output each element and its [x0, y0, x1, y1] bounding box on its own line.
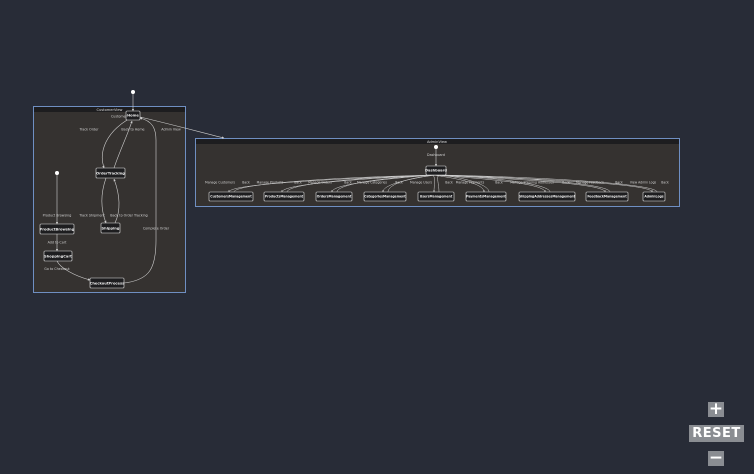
label-categories-management-action: Manage Categories [357, 181, 387, 185]
edge-users-management [432, 174, 436, 193]
edge-back-to-order-tracking [113, 178, 120, 224]
state-order-tracking-label: OrderTracking [96, 171, 125, 175]
customer-view-cluster: CustomerView [33, 106, 186, 293]
label-feedback-management-action: Manage Feedback [576, 181, 604, 185]
edge-back-orders-management [336, 174, 440, 193]
edge-admin-logs [432, 174, 653, 193]
label-customers-management-action: Manage Customers [205, 181, 235, 185]
state-users-management-label: UsersManagement [420, 195, 453, 199]
state-product-browsing[interactable]: ProductBrowsing [40, 223, 75, 235]
edge-products-management [281, 174, 434, 193]
state-checkout-process-label: CheckoutProcess [90, 281, 125, 285]
state-admin-logs-label: AdminLogs [644, 195, 663, 199]
label-users-management-back: Back [445, 181, 453, 185]
label-product-browsing: Product Browsing [43, 214, 72, 218]
state-home[interactable]: Home [125, 110, 141, 121]
state-dashboard[interactable]: Dashboard [425, 165, 447, 176]
label-back-to-order-tracking: Back to Order Tracking [110, 214, 148, 218]
label-customers-management-back: Back [242, 181, 250, 185]
state-checkout-process[interactable]: CheckoutProcess [89, 277, 125, 289]
edge-shipping-addresses-management [432, 174, 546, 193]
label-users-management-action: Manage Users [410, 181, 432, 185]
zoom-in-button[interactable]: + [708, 399, 724, 419]
state-shopping-cart[interactable]: ShoppingCart [43, 250, 73, 262]
label-feedback-management-back: Back [615, 181, 623, 185]
label-go-to-checkout: Go to Checkout [44, 267, 70, 271]
label-add-to-cart: Add to Cart [48, 241, 67, 245]
state-order-tracking[interactable]: OrderTracking [95, 167, 126, 179]
label-back-to-home: Back to Home [121, 128, 144, 132]
state-shipping-label: Shipping [102, 226, 120, 230]
label-orders-management-back: Back [344, 181, 352, 185]
edge-track-shipment [101, 177, 107, 224]
customer-view-title: CustomerView [97, 108, 123, 112]
edge-back-to-home [113, 120, 133, 169]
state-payments-management[interactable]: PaymentsManagement [465, 191, 506, 202]
label-admin-view: Admin View [161, 128, 181, 132]
edge-feedback-management [432, 174, 606, 193]
state-orders-management[interactable]: OrdersManagement [315, 191, 353, 202]
edge-back-admin-logs [438, 174, 658, 193]
label-categories-management-back: Back [395, 181, 403, 185]
reset-button[interactable]: RESET [689, 425, 744, 442]
state-admin-logs[interactable]: AdminLogs [642, 191, 666, 202]
state-product-browsing-label: ProductBrowsing [40, 227, 75, 231]
label-complete-order: Complete Order [143, 227, 170, 231]
state-shipping-addresses-management-label: ShippingAddressesManagement [519, 195, 576, 199]
label-admin-logs-action: View Admin Logs [630, 181, 657, 185]
state-products-management[interactable]: ProductsManagement [263, 191, 305, 202]
label-shipping-addresses-management-back: Back [562, 181, 570, 185]
state-users-management[interactable]: UsersManagement [417, 191, 455, 202]
state-feedback-management-label: FeedbackManagement [587, 195, 627, 199]
edge-back-customers-management [233, 174, 440, 193]
customer-start-dot [131, 90, 135, 94]
label-payments-management-action: Manage Payments [456, 181, 485, 185]
label-orders-management-action: Manage Orders [308, 181, 332, 185]
edge-back-feedback-management [438, 174, 611, 193]
edge-track-order [102, 119, 128, 169]
label-track-order: Track Order [78, 128, 99, 132]
state-customers-management-label: CustomersManagement [210, 195, 252, 199]
label-track-shipment: Track Shipment [78, 214, 105, 218]
customer-edges [55, 93, 225, 284]
label-payments-management-back: Back [495, 181, 503, 185]
label-products-management-action: Manage Products [257, 181, 284, 185]
admin-start-dot [434, 145, 438, 149]
label-dashboard-entry: Dashboard [427, 153, 445, 157]
state-home-label: Home [127, 114, 139, 118]
label-shipping-addresses-management-action: Manage Shipping Addresses [510, 181, 554, 185]
label-customer: Customer [111, 115, 128, 119]
edge-go-to-checkout [56, 260, 91, 281]
admin-view-title: AdminView [427, 140, 447, 144]
state-products-management-label: ProductsManagement [265, 195, 304, 199]
label-products-management-back: Back [294, 181, 302, 185]
state-shipping-addresses-management[interactable]: ShippingAddressesManagement [518, 191, 576, 202]
admin-edges [228, 174, 658, 193]
state-payments-management-label: PaymentsManagement [466, 195, 506, 199]
state-customers-management[interactable]: CustomersManagement [208, 191, 254, 202]
edge-admin-view [139, 116, 225, 139]
edge-complete-order [123, 117, 157, 284]
state-orders-management-label: OrdersManagement [317, 195, 352, 199]
zoom-out-button[interactable]: − [708, 448, 724, 468]
label-admin-logs-back: Back [661, 181, 669, 185]
state-shipping[interactable]: Shipping [100, 222, 121, 234]
edge-back-categories-management [387, 174, 440, 193]
state-categories-management[interactable]: CategoriesManagement [363, 191, 406, 202]
state-categories-management-label: CategoriesManagement [364, 195, 406, 199]
state-feedback-management[interactable]: FeedbackManagement [585, 191, 629, 202]
state-dashboard-label: Dashboard [425, 169, 447, 173]
state-shopping-cart-label: ShoppingCart [44, 254, 72, 258]
browsing-start-dot [55, 171, 59, 175]
